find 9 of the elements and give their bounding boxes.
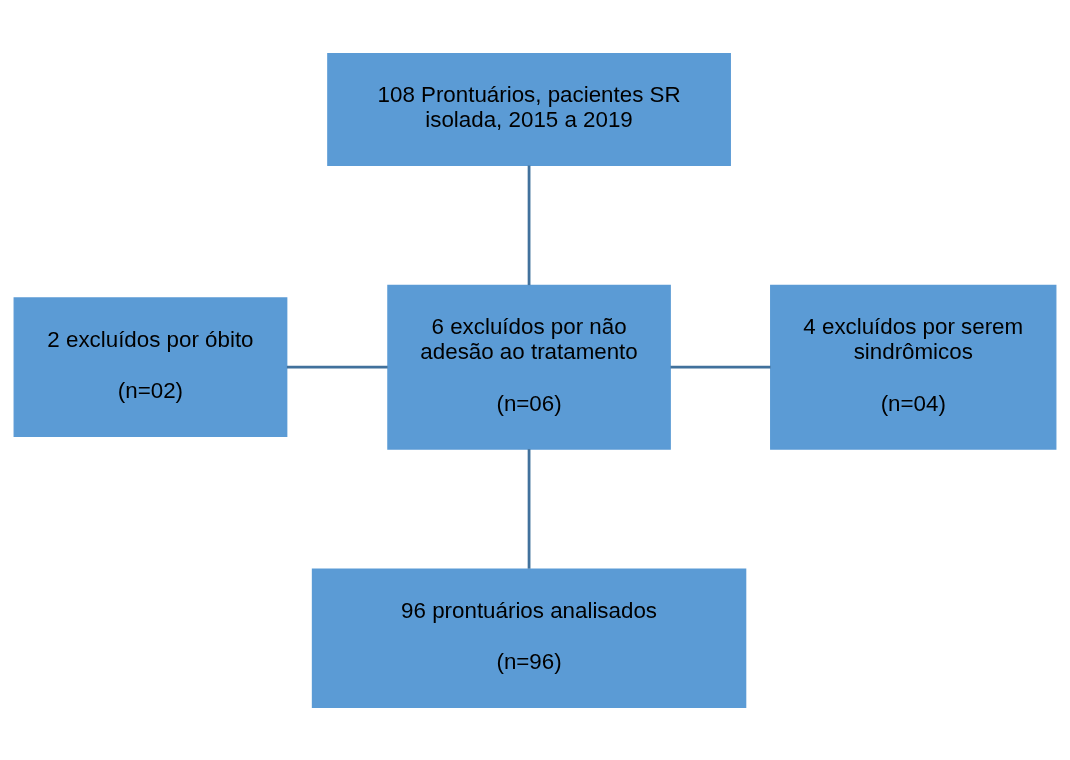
connector (527, 165, 531, 285)
connector (670, 365, 771, 369)
node-box: 2 excluídos por óbito (n=02) (13, 296, 288, 437)
node-box: 4 excluídos por serem sindrômicos (n=04) (770, 284, 1057, 450)
node-box: 6 excluídos por não adesão ao tratamento (n=06) (387, 284, 671, 450)
node-box: 96 prontuários analisados (n=96) (311, 567, 747, 708)
connector (527, 448, 531, 569)
connector (286, 365, 388, 369)
node-box: 108 Prontuários, pacientes SR isolada, 2015 a 2019 (327, 52, 731, 166)
